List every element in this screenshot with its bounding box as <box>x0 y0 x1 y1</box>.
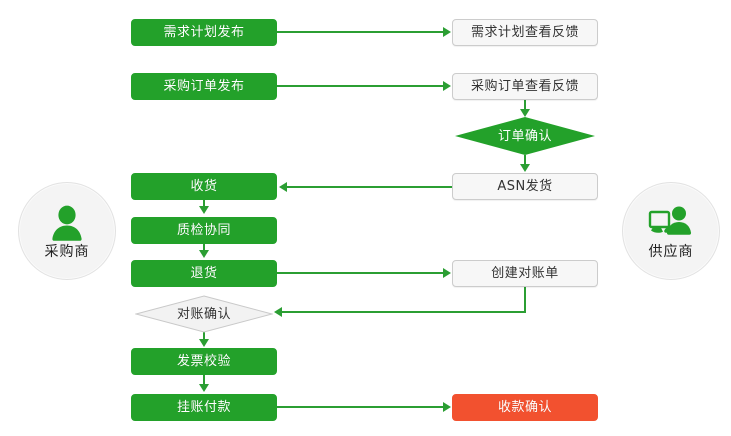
node-quality-inspection[interactable]: 质检协同 <box>131 217 277 244</box>
node-label: 收款确认 <box>497 400 552 415</box>
arrow-demand-plan <box>443 27 451 37</box>
node-payable-payment[interactable]: 挂账付款 <box>131 394 277 421</box>
person-icon <box>52 205 82 241</box>
node-reconcile-confirm[interactable]: 对账确认 <box>135 295 273 333</box>
node-goods-receipt[interactable]: 收货 <box>131 173 277 200</box>
person-at-computer-icon <box>648 206 692 235</box>
arrow-payment-to-receipt-confirm <box>443 402 451 412</box>
actor-buyer[interactable]: 采购商 <box>18 182 116 280</box>
diamond-shape <box>135 295 273 333</box>
node-label: 质检协同 <box>176 223 231 238</box>
actor-label: 供应商 <box>648 243 694 260</box>
node-label: 采购订单查看反馈 <box>470 79 579 94</box>
node-label: 采购订单发布 <box>163 79 245 94</box>
edge-asn-to-receipt <box>287 186 452 188</box>
arrow-purchase-order <box>443 81 451 91</box>
node-invoice-verification[interactable]: 发票校验 <box>131 348 277 375</box>
diamond-shape <box>455 117 595 155</box>
node-return-goods[interactable]: 退货 <box>131 260 277 287</box>
arrow-order-feedback-to-confirm <box>520 109 530 117</box>
arrow-invoice-to-payment <box>199 384 209 392</box>
node-label: 退货 <box>190 266 218 281</box>
node-label: 挂账付款 <box>176 400 231 415</box>
edge-payment-to-receipt-confirm <box>277 406 444 408</box>
node-purchase-order-feedback[interactable]: 采购订单查看反馈 <box>452 73 598 100</box>
node-asn-shipment[interactable]: ASN发货 <box>452 173 598 200</box>
actor-supplier[interactable]: 供应商 <box>622 182 720 280</box>
edge-reconciliation-down <box>524 287 526 313</box>
node-label: 对账确认 <box>176 306 231 322</box>
node-label: 创建对账单 <box>491 266 559 281</box>
node-label: 发票校验 <box>176 354 231 369</box>
arrow-receipt-to-quality <box>199 206 209 214</box>
node-label: 需求计划查看反馈 <box>470 25 579 40</box>
arrow-quality-to-return <box>199 250 209 258</box>
node-create-reconciliation[interactable]: 创建对账单 <box>452 260 598 287</box>
edge-confirm-to-invoice <box>203 331 205 341</box>
edge-order-feedback-to-confirm <box>524 100 526 111</box>
node-purchase-order-publish[interactable]: 采购订单发布 <box>131 73 277 100</box>
edge-demand-plan <box>277 31 444 33</box>
node-order-confirm[interactable]: 订单确认 <box>455 117 595 155</box>
edge-order-confirm-to-asn <box>524 155 526 166</box>
node-label: 收货 <box>190 179 218 194</box>
edge-return-to-reconciliation <box>277 272 444 274</box>
actor-label: 采购商 <box>44 243 90 260</box>
node-payment-receipt-confirm[interactable]: 收款确认 <box>452 394 598 421</box>
node-label: ASN发货 <box>497 179 553 194</box>
arrow-asn-to-receipt <box>279 182 287 192</box>
edge-purchase-order <box>277 85 444 87</box>
node-demand-plan-publish[interactable]: 需求计划发布 <box>131 19 277 46</box>
arrow-reconciliation-to-confirm <box>274 307 282 317</box>
arrow-order-confirm-to-asn <box>520 164 530 172</box>
arrow-confirm-to-invoice <box>199 339 209 347</box>
edge-invoice-to-payment <box>203 375 205 386</box>
edge-receipt-to-quality <box>203 200 205 208</box>
edge-reconciliation-to-confirm <box>282 311 526 313</box>
node-label: 需求计划发布 <box>163 25 245 40</box>
node-demand-plan-feedback[interactable]: 需求计划查看反馈 <box>452 19 598 46</box>
arrow-return-to-reconciliation <box>443 268 451 278</box>
edge-quality-to-return <box>203 244 205 252</box>
node-label: 订单确认 <box>497 128 552 144</box>
